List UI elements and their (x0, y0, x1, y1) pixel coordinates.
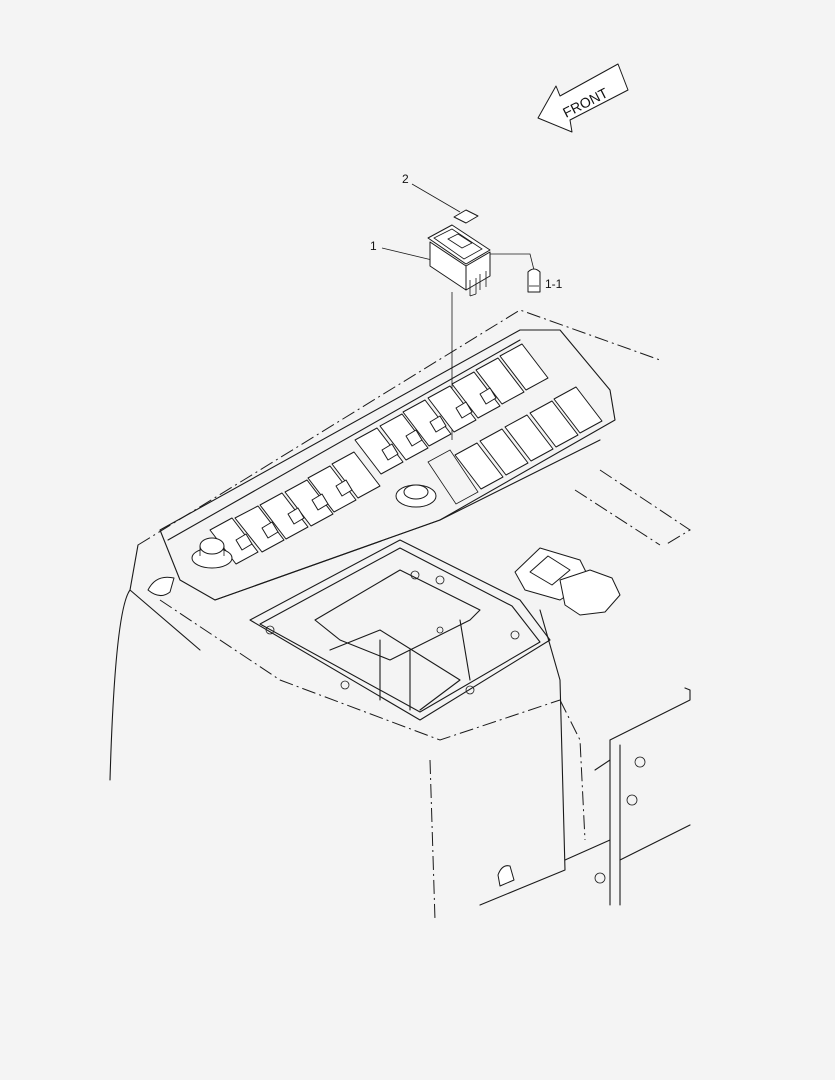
panel-knob (147, 484, 437, 596)
lever-assembly (514, 547, 621, 616)
callout-label-1-1: 1-1 (545, 277, 563, 291)
front-direction-arrow: FRONT (537, 63, 629, 133)
body-outline (159, 599, 691, 921)
bulb-part (527, 268, 541, 293)
callout-label-1: 1 (370, 239, 377, 253)
switch-bank (209, 343, 603, 565)
callout-label-2: 2 (402, 172, 409, 186)
dashboard-panel (109, 309, 691, 781)
console-opening (249, 539, 551, 721)
rocker-switch-part (427, 224, 491, 297)
label-plate-part (453, 209, 479, 224)
